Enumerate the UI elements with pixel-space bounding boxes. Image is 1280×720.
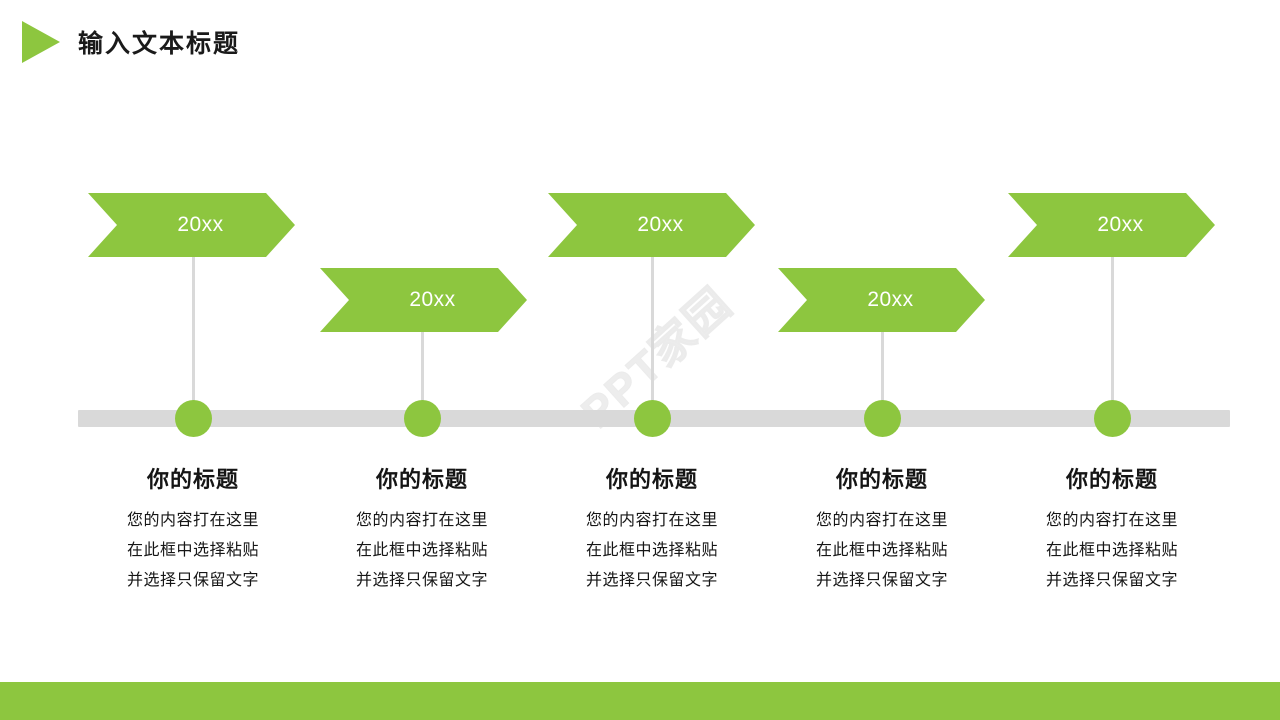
timeline-chevron[interactable]: 20xx — [548, 193, 755, 257]
timeline-node[interactable] — [1094, 400, 1131, 437]
timeline-node[interactable] — [864, 400, 901, 437]
chevron-year-label: 20xx — [867, 288, 914, 311]
timeline-chevron[interactable]: 20xx — [88, 193, 295, 257]
timeline-node[interactable] — [175, 400, 212, 437]
timeline-stem — [1111, 257, 1114, 418]
caption-line: 在此框中选择粘贴 — [815, 542, 948, 559]
caption-line: 您的内容打在这里 — [126, 512, 259, 529]
timeline-caption: 你的标题 您的内容打在这里 在此框中选择粘贴 并选择只保留文字 — [537, 466, 767, 596]
chevron-year-label: 20xx — [1097, 213, 1144, 236]
caption-title: 你的标题 — [146, 467, 239, 492]
timeline-caption: 你的标题 您的内容打在这里 在此框中选择粘贴 并选择只保留文字 — [78, 466, 308, 596]
caption-title: 你的标题 — [1065, 467, 1158, 492]
timeline-stem — [881, 332, 884, 418]
caption-title: 你的标题 — [375, 467, 468, 492]
caption-body: 您的内容打在这里 在此框中选择粘贴 并选择只保留文字 — [78, 506, 308, 596]
caption-line: 您的内容打在这里 — [1045, 512, 1178, 529]
slide-header: 输入文本标题 — [0, 0, 1280, 90]
caption-title: 你的标题 — [835, 467, 928, 492]
timeline-node[interactable] — [634, 400, 671, 437]
timeline-caption: 你的标题 您的内容打在这里 在此框中选择粘贴 并选择只保留文字 — [767, 466, 997, 596]
footer-accent-band — [0, 682, 1280, 720]
caption-title: 你的标题 — [605, 467, 698, 492]
timeline-stem — [651, 257, 654, 418]
timeline-node[interactable] — [404, 400, 441, 437]
timeline-stem — [421, 332, 424, 418]
play-triangle-icon — [22, 21, 60, 63]
caption-line: 并选择只保留文字 — [126, 572, 259, 589]
timeline-stem — [192, 257, 195, 418]
timeline-caption: 你的标题 您的内容打在这里 在此框中选择粘贴 并选择只保留文字 — [307, 466, 537, 596]
caption-line: 您的内容打在这里 — [355, 512, 488, 529]
caption-line: 您的内容打在这里 — [585, 512, 718, 529]
caption-line: 并选择只保留文字 — [585, 572, 718, 589]
timeline-chevron[interactable]: 20xx — [320, 268, 527, 332]
caption-line: 并选择只保留文字 — [1045, 572, 1178, 589]
page-title: 输入文本标题 — [78, 30, 241, 58]
timeline-chevron[interactable]: 20xx — [778, 268, 985, 332]
caption-body: 您的内容打在这里 在此框中选择粘贴 并选择只保留文字 — [767, 506, 997, 596]
caption-line: 并选择只保留文字 — [815, 572, 948, 589]
timeline-chevron[interactable]: 20xx — [1008, 193, 1215, 257]
caption-line: 并选择只保留文字 — [355, 572, 488, 589]
caption-line: 在此框中选择粘贴 — [126, 542, 259, 559]
timeline-caption: 你的标题 您的内容打在这里 在此框中选择粘贴 并选择只保留文字 — [997, 466, 1227, 596]
caption-line: 您的内容打在这里 — [815, 512, 948, 529]
chevron-year-label: 20xx — [409, 288, 456, 311]
chevron-year-label: 20xx — [637, 213, 684, 236]
caption-line: 在此框中选择粘贴 — [585, 542, 718, 559]
caption-line: 在此框中选择粘贴 — [355, 542, 488, 559]
chevron-year-label: 20xx — [177, 213, 224, 236]
caption-line: 在此框中选择粘贴 — [1045, 542, 1178, 559]
caption-body: 您的内容打在这里 在此框中选择粘贴 并选择只保留文字 — [997, 506, 1227, 596]
caption-body: 您的内容打在这里 在此框中选择粘贴 并选择只保留文字 — [537, 506, 767, 596]
caption-body: 您的内容打在这里 在此框中选择粘贴 并选择只保留文字 — [307, 506, 537, 596]
